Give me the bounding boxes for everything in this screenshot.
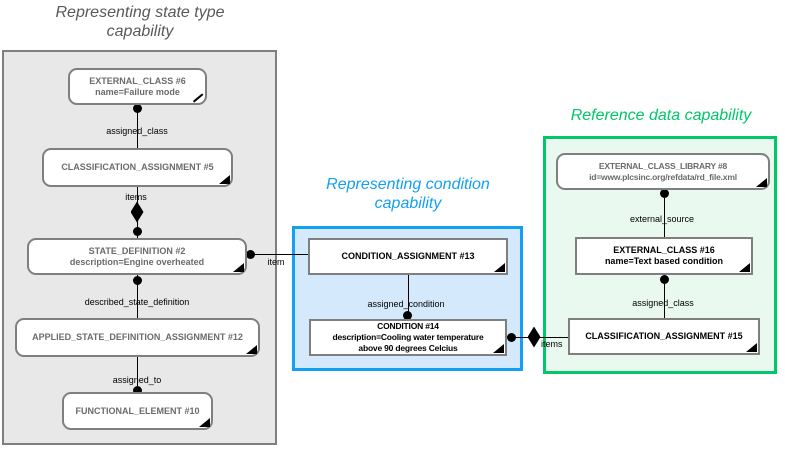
connector-dot-icon [132,385,142,395]
edge-label-assigned-class: assigned_class [632,298,694,308]
connector-dot-icon [659,188,669,198]
node-attribute: name=Failure mode [95,86,180,97]
connector-dot-icon [132,275,142,285]
connector-line [663,275,665,318]
node-title: EXTERNAL_CLASS #16 [613,245,715,255]
edge-label-item: item [267,257,285,267]
edge-label-items: items [125,192,147,202]
condition-capability-title: Representing condition capability [326,176,490,212]
node-title: CONDITION_ASSIGNMENT #13 [341,251,475,261]
diagonal-slash-icon [192,92,204,102]
corner-triangle-icon [233,263,244,272]
node-condition-14: CONDITION #14 description=Cooling water … [309,319,507,356]
connector-line [136,105,138,148]
node-state-definition-2: STATE_DEFINITION #2 description=Engine o… [27,238,247,275]
connector-line [407,275,409,319]
corner-triangle-icon [739,263,750,272]
corner-triangle-icon [246,345,257,354]
node-functional-element-10: FUNCTIONAL_ELEMENT #10 [62,392,213,430]
corner-triangle-icon [493,344,504,353]
connector-line [663,190,665,237]
node-title: APPLIED_STATE_DEFINITION_ASSIGNMENT #12 [32,332,243,342]
node-external-class-6: EXTERNAL_CLASS #6 name=Failure mode [68,68,207,105]
node-attribute: description=Cooling water temperature [332,332,484,342]
corner-triangle-icon [746,343,757,352]
node-external-class-16: EXTERNAL_CLASS #16 name=Text based condi… [575,237,753,275]
connector-dot-icon [132,226,142,236]
node-title: EXTERNAL_CLASS #6 [89,75,186,86]
node-condition-assignment-13: CONDITION_ASSIGNMENT #13 [308,238,508,275]
connector-dot-icon [132,103,142,113]
node-classification-assignment-5: CLASSIFICATION_ASSIGNMENT #5 [42,148,233,187]
node-attribute: above 90 degrees Celcius [358,343,458,353]
edge-label-external-source: external_source [629,214,695,224]
edge-label-described-state-definition: described_state_definition [84,297,190,307]
node-title: STATE_DEFINITION #2 [88,245,186,256]
node-title: EXTERNAL_CLASS_LIBRARY #8 [598,160,728,171]
aggregation-diamond-icon [130,201,144,223]
node-title: CLASSIFICATION_ASSIGNMENT #5 [61,162,214,172]
node-classification-assignment-15: CLASSIFICATION_ASSIGNMENT #15 [568,318,760,355]
node-attribute: name=Text based condition [604,256,724,266]
node-title: CLASSIFICATION_ASSIGNMENT #15 [585,331,743,341]
connector-dot-icon [402,310,412,320]
connector-line [136,275,138,318]
connector-dot-icon [659,274,669,284]
corner-triangle-icon [199,418,210,427]
aggregation-diamond-icon [527,326,541,348]
connector-dot-icon [245,249,255,259]
connector-line [247,254,308,255]
node-applied-state-definition-assignment-12: APPLIED_STATE_DEFINITION_ASSIGNMENT #12 [15,318,260,357]
edge-label-assigned-class: assigned_class [106,126,168,136]
edge-label-assigned-to: assigned_to [112,375,162,385]
node-external-class-library-8: EXTERNAL_CLASS_LIBRARY #8 id=www.plcsinc… [556,153,770,190]
edge-label-items: items [541,339,563,349]
corner-triangle-icon [756,178,767,187]
connector-dot-icon [506,332,516,342]
node-title: CONDITION #14 [377,321,439,331]
state-capability-title: Representing state type capability [55,4,225,40]
corner-triangle-icon [219,175,230,184]
node-attribute: id=www.plcsinc.org/refdata/rd_file.xml [589,171,737,182]
node-attribute: description=Engine overheated [69,256,205,267]
connector-line [136,357,138,392]
refdata-capability-title: Reference data capability [570,107,752,124]
node-title: FUNCTIONAL_ELEMENT #10 [75,405,200,416]
corner-triangle-icon [494,263,505,272]
edge-label-assigned-condition: assigned_condition [367,299,445,309]
